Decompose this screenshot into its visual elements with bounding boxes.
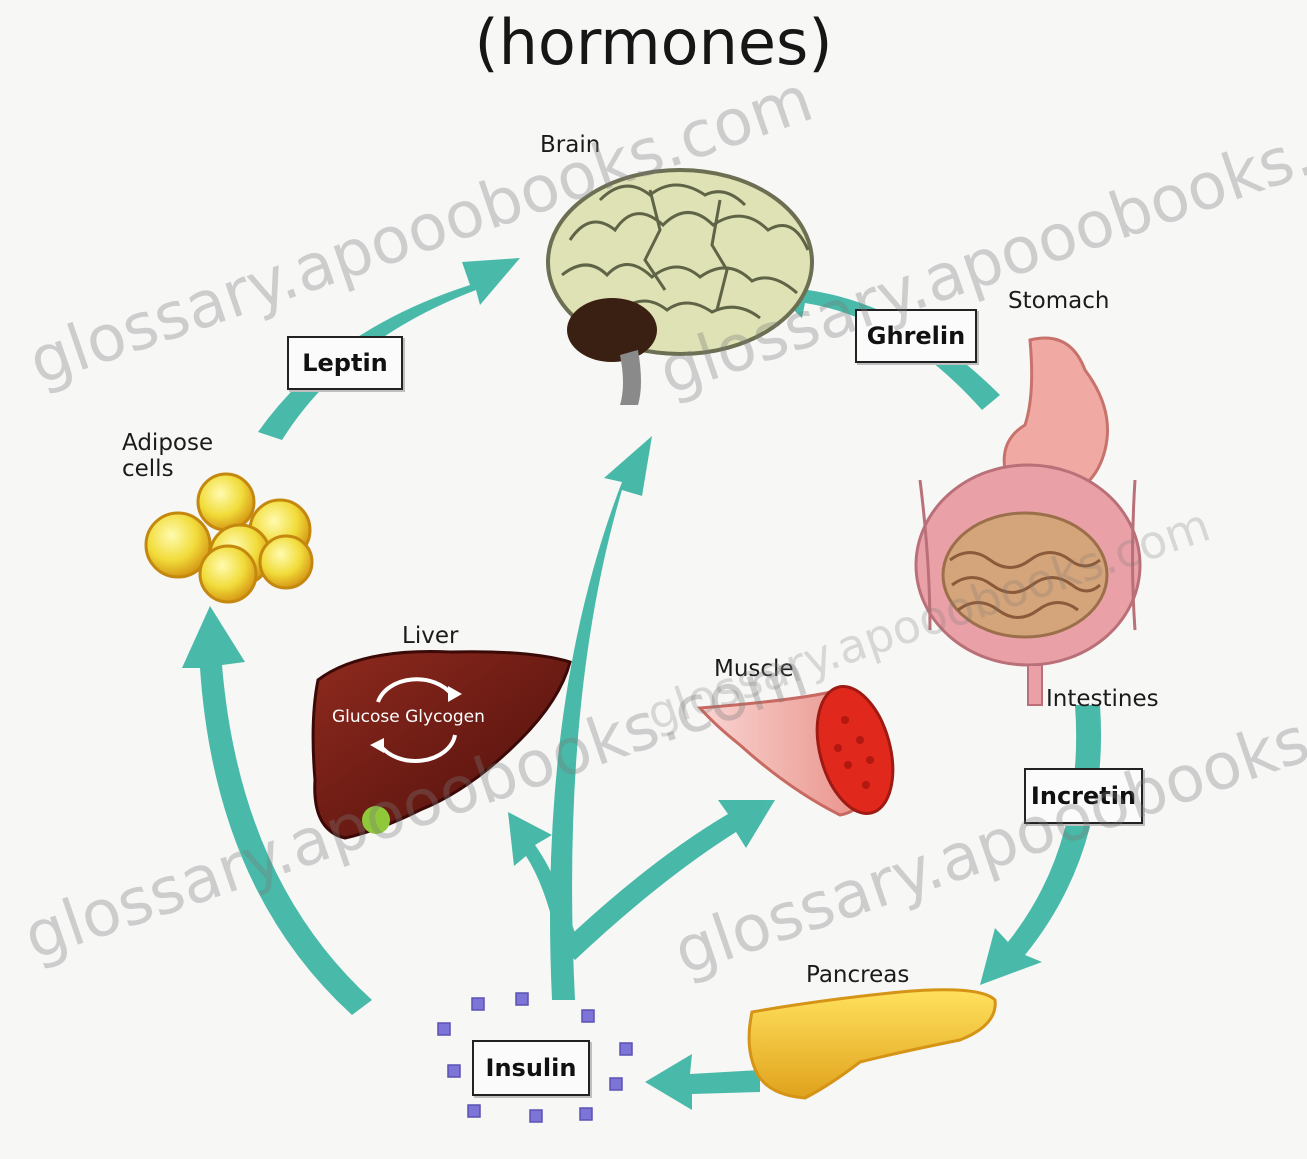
adipose-cells-illustration xyxy=(146,474,312,602)
leptin-box: Leptin xyxy=(287,336,403,390)
pancreas-to-insulin-arrow xyxy=(645,1054,760,1110)
liver-label: Liver xyxy=(402,623,458,649)
pancreas-illustration xyxy=(749,990,995,1098)
adipose-label-line2: cells xyxy=(122,456,174,482)
intestines-label: Intestines xyxy=(1046,686,1159,712)
insulin-box: Insulin xyxy=(472,1040,590,1096)
adipose-label-line1: Adipose xyxy=(122,430,213,456)
pancreas-label: Pancreas xyxy=(806,962,909,988)
stomach-label: Stomach xyxy=(1008,288,1109,314)
stomach-intestines-illustration xyxy=(916,338,1140,705)
liver-cycle-label: Glucose Glycogen xyxy=(332,707,485,727)
